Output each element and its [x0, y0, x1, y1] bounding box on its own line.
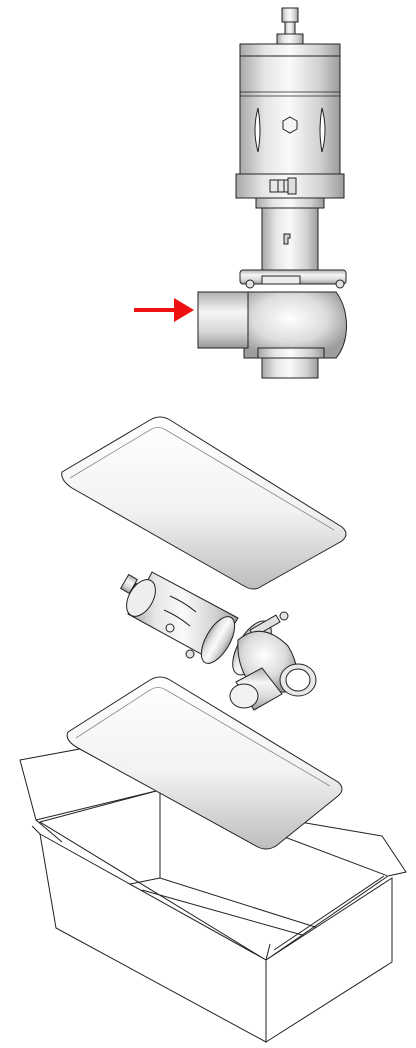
valve-slot-right	[319, 107, 326, 153]
hex-bolt-icon	[282, 116, 298, 134]
foam-padding-top	[61, 416, 347, 590]
foam-padding-bottom	[66, 676, 343, 850]
valve-packed	[119, 571, 317, 711]
carton-wall-right	[265, 877, 393, 1043]
valve-body	[243, 291, 347, 359]
valve-top-collar	[276, 33, 304, 45]
valve-neck-flange	[255, 197, 325, 209]
valve-outlet-pipe	[261, 357, 319, 379]
valve-bottom-flange	[257, 347, 325, 359]
valve-top-stem	[284, 21, 296, 35]
valve-assembly	[197, 7, 347, 379]
valve-actuator-body	[239, 55, 341, 175]
valve-slot-left	[254, 107, 261, 153]
valve-neck	[261, 207, 319, 271]
valve-top-nut	[281, 7, 299, 23]
neck-fitting-icon	[283, 233, 291, 245]
flow-direction-arrow	[134, 298, 194, 322]
valve-cap	[239, 43, 341, 57]
valve-inlet-pipe	[197, 291, 249, 349]
carton-flap-right	[299, 821, 407, 877]
carton-front	[31, 825, 393, 1043]
